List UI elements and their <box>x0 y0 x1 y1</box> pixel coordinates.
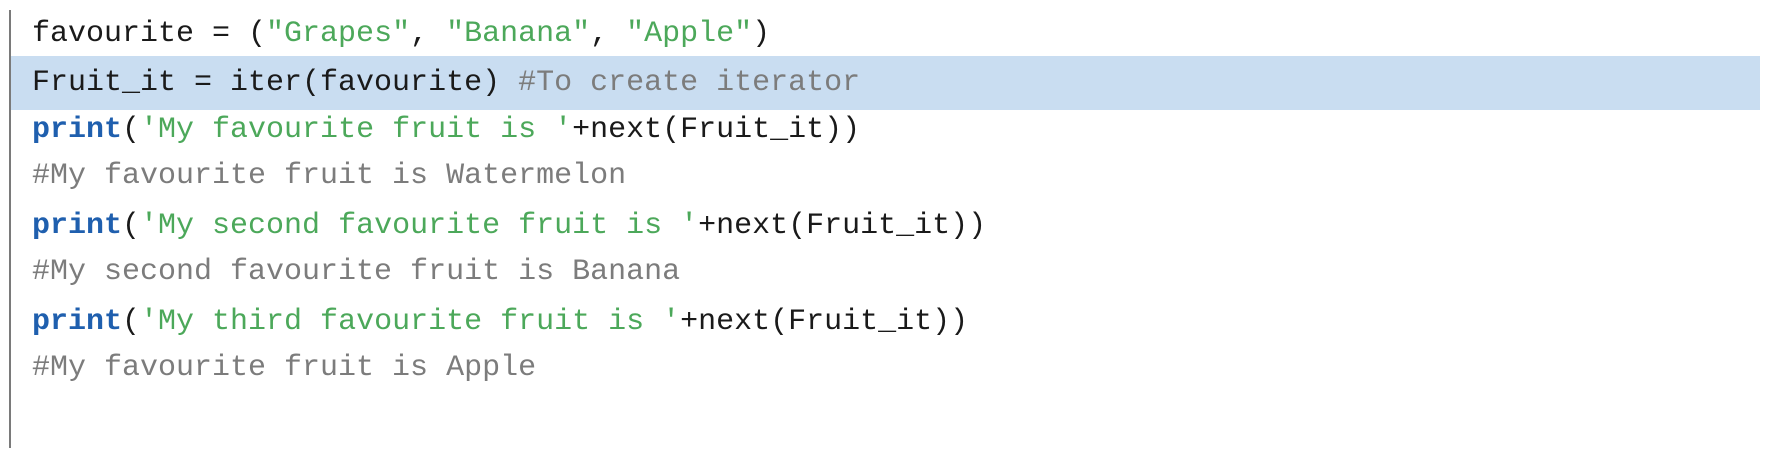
comment-token: #My second favourite fruit is Banana <box>32 255 681 289</box>
code-token: , <box>590 17 627 51</box>
code-token: , <box>410 17 447 51</box>
code-line[interactable]: favourite = ("Grapes", "Banana", "Apple"… <box>11 7 1760 61</box>
keyword-token: print <box>32 113 123 147</box>
comment-token: #My favourite fruit is Watermelon <box>32 159 627 193</box>
string-token: "Banana" <box>446 17 591 51</box>
code-line-highlighted[interactable]: Fruit_it = iter(favourite) #To create it… <box>11 56 1760 110</box>
code-token: +next(Fruit_it)) <box>572 113 861 147</box>
code-token: ( <box>122 305 141 339</box>
code-token: favourite = ( <box>32 17 267 51</box>
code-token: ) <box>752 17 771 51</box>
code-line[interactable]: print('My second favourite fruit is '+ne… <box>11 199 1760 253</box>
code-token: +next(Fruit_it)) <box>698 209 987 243</box>
string-token: 'My third favourite fruit is ' <box>140 305 681 339</box>
code-token: ( <box>122 209 141 243</box>
code-line[interactable]: #My favourite fruit is Apple <box>11 341 1760 395</box>
code-token: ( <box>122 113 141 147</box>
string-token: "Apple" <box>626 17 753 51</box>
string-token: 'My second favourite fruit is ' <box>140 209 699 243</box>
keyword-token: print <box>32 209 123 243</box>
code-token: Fruit_it = iter(favourite) <box>32 66 519 100</box>
comment-token: #To create iterator <box>518 66 861 100</box>
comment-token: #My favourite fruit is Apple <box>32 351 537 385</box>
code-line[interactable]: #My second favourite fruit is Banana <box>11 245 1760 299</box>
gutter-border <box>9 10 11 448</box>
code-line[interactable]: print('My favourite fruit is '+next(Frui… <box>11 103 1760 157</box>
code-token: +next(Fruit_it)) <box>680 305 969 339</box>
string-token: "Grapes" <box>266 17 411 51</box>
code-line[interactable]: print('My third favourite fruit is '+nex… <box>11 295 1760 349</box>
code-line[interactable]: #My favourite fruit is Watermelon <box>11 149 1760 203</box>
keyword-token: print <box>32 305 123 339</box>
string-token: 'My favourite fruit is ' <box>140 113 573 147</box>
